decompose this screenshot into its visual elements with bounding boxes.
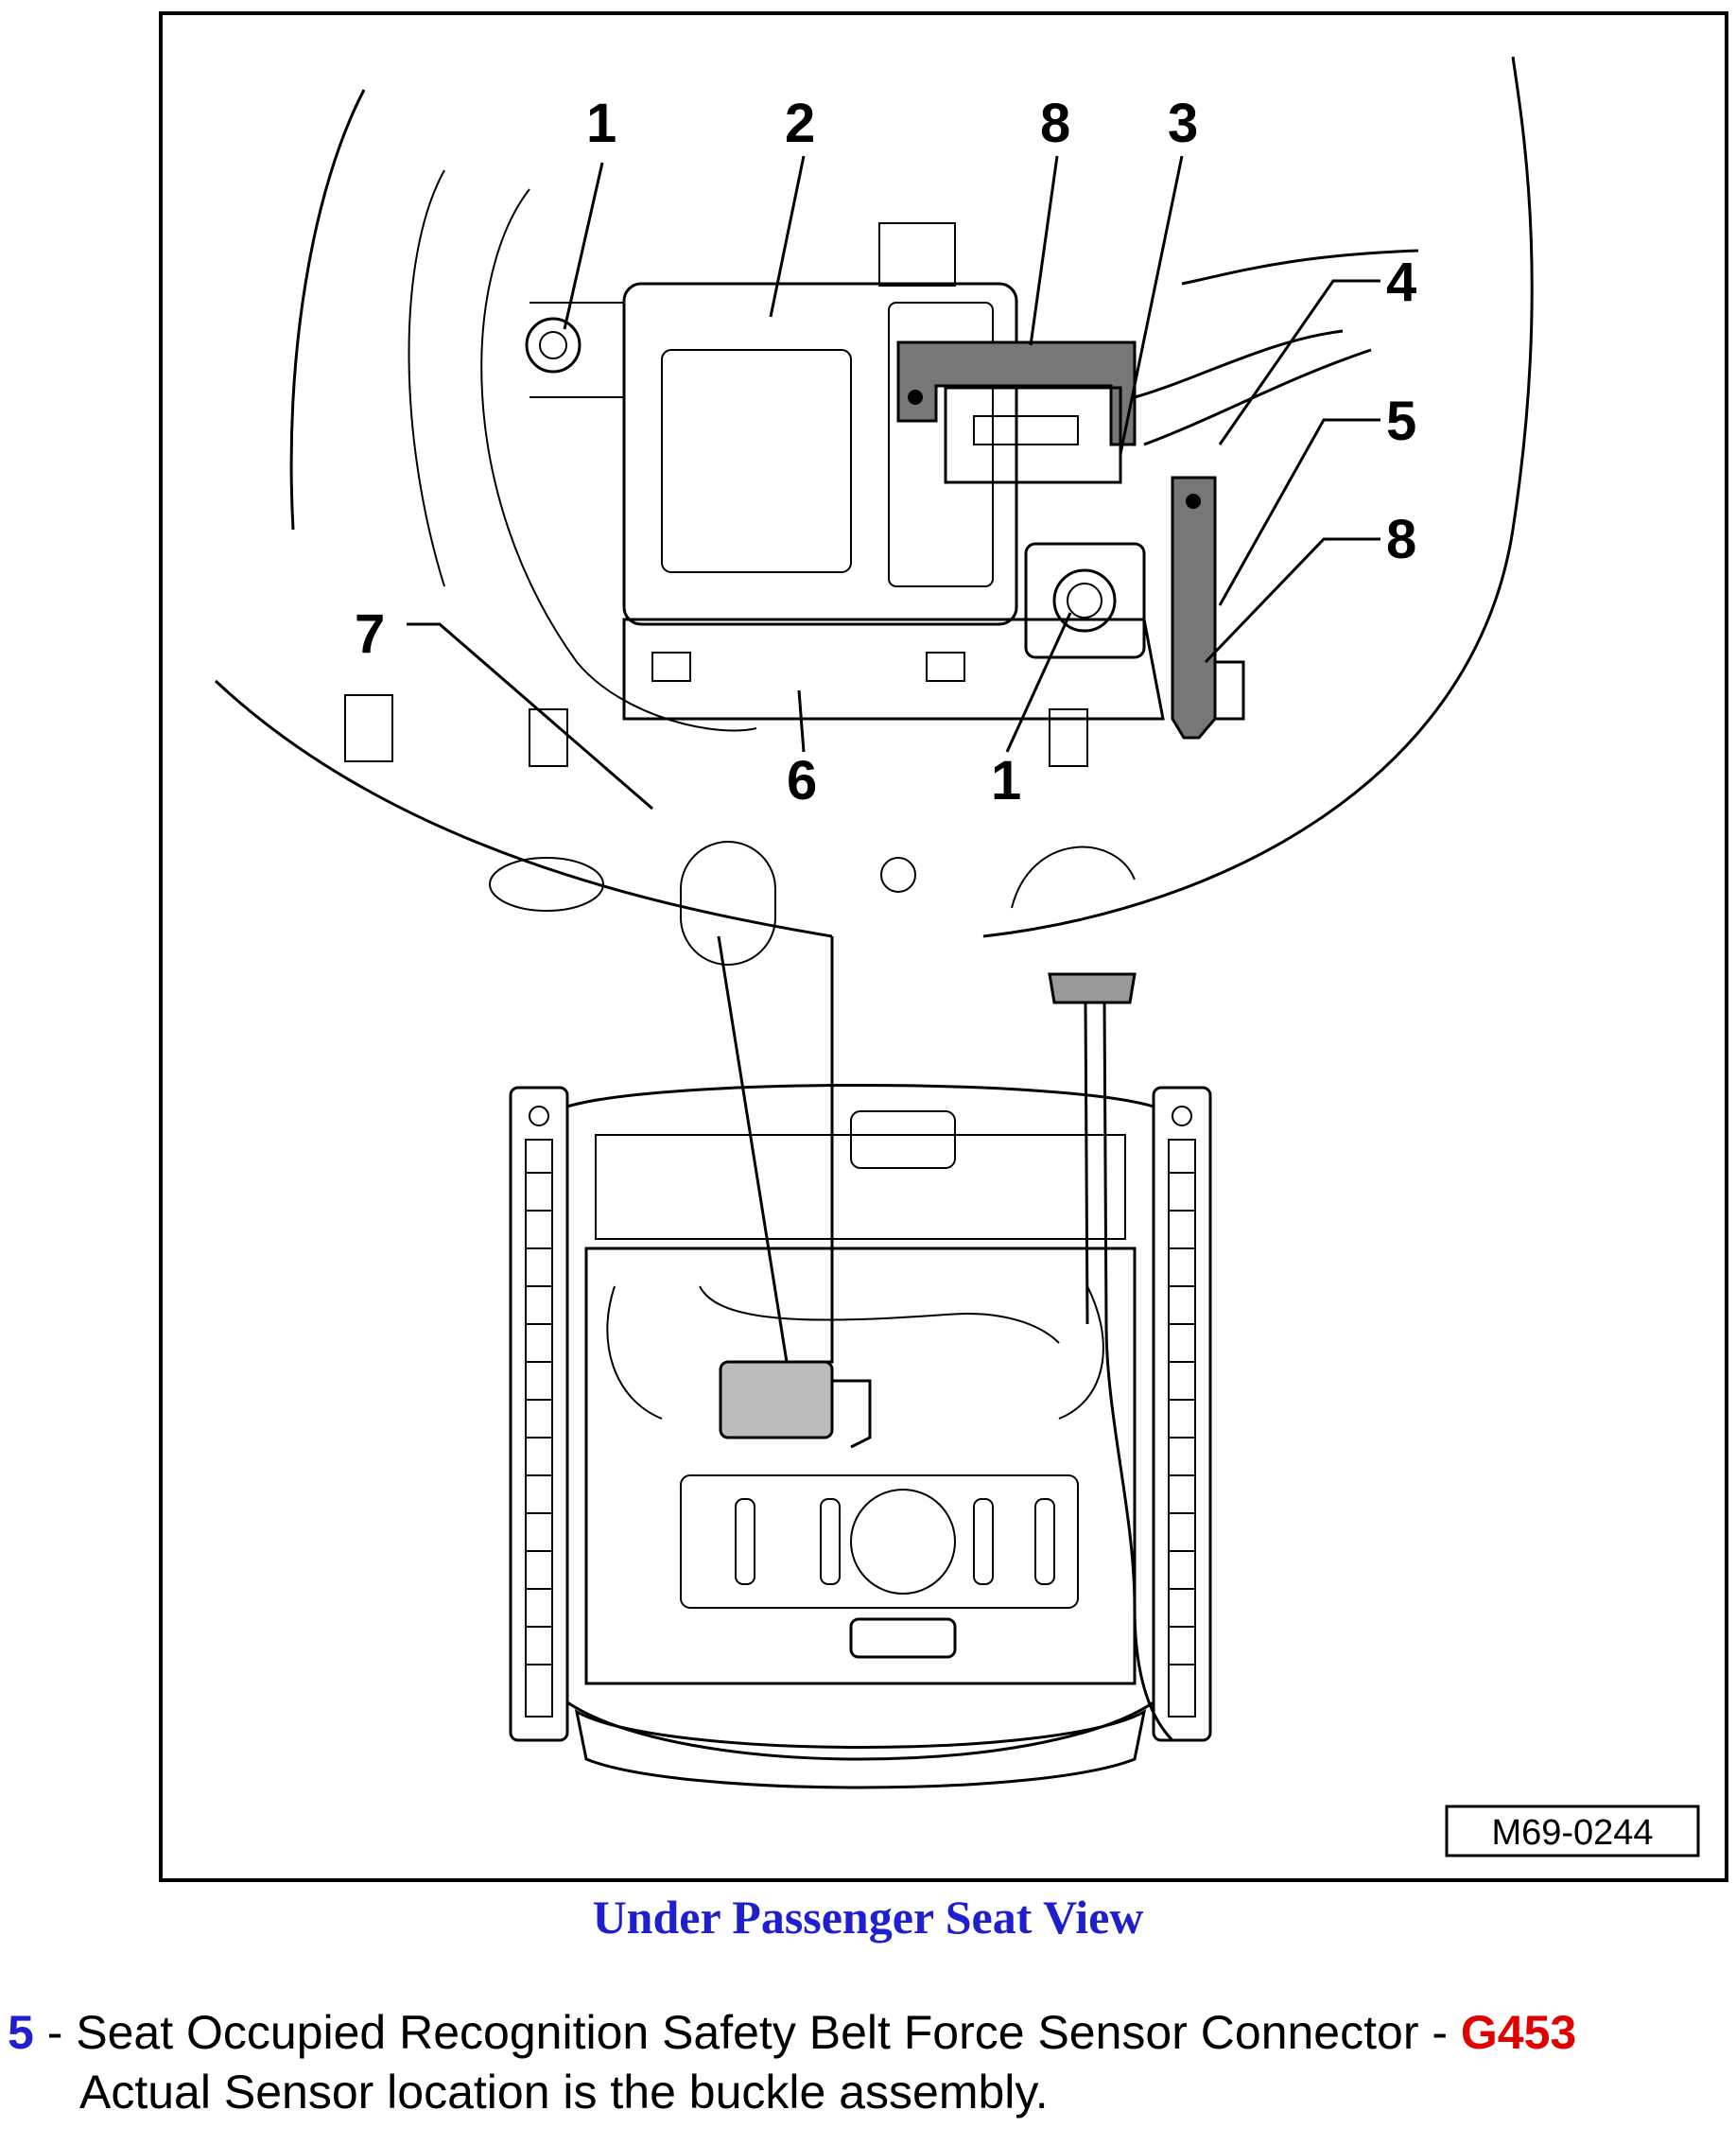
connector-lock-right (1171, 476, 1217, 740)
seat-module-overview (719, 1360, 834, 1439)
callout-1-bottom: 1 (991, 750, 1021, 811)
legend-code: G453 (1460, 2006, 1577, 2059)
callout-3: 3 (1168, 93, 1198, 154)
callout-5: 5 (1386, 391, 1416, 452)
legend-note: Actual Sensor location is the buckle ass… (79, 2066, 1049, 2119)
legend-number: 5 (8, 2006, 34, 2059)
seat-frame-overview (509, 972, 1212, 1789)
callout-6: 6 (787, 750, 817, 811)
legend-description: Seat Occupied Recognition Safety Belt Fo… (76, 2006, 1461, 2059)
callout-2: 2 (785, 93, 815, 154)
figure-frame (159, 11, 1728, 1882)
callout-1-top: 1 (586, 93, 616, 154)
legend-item: 5 - Seat Occupied Recognition Safety Bel… (8, 2005, 1576, 2060)
callout-8-right: 8 (1386, 509, 1416, 570)
legend-separator: - (33, 2006, 77, 2059)
figure-caption: Under Passenger Seat View (592, 1891, 1144, 1944)
detail-magnified-view: 1 2 8 3 4 5 8 7 6 1 (214, 56, 1534, 1364)
callout-8-top: 8 (1040, 93, 1070, 154)
callout-4: 4 (1386, 252, 1416, 313)
connector-lock-top (896, 340, 1137, 446)
figure-id: M69-0244 (1491, 1813, 1653, 1853)
figure-id-box (1445, 1805, 1700, 1857)
callout-7: 7 (355, 603, 385, 665)
